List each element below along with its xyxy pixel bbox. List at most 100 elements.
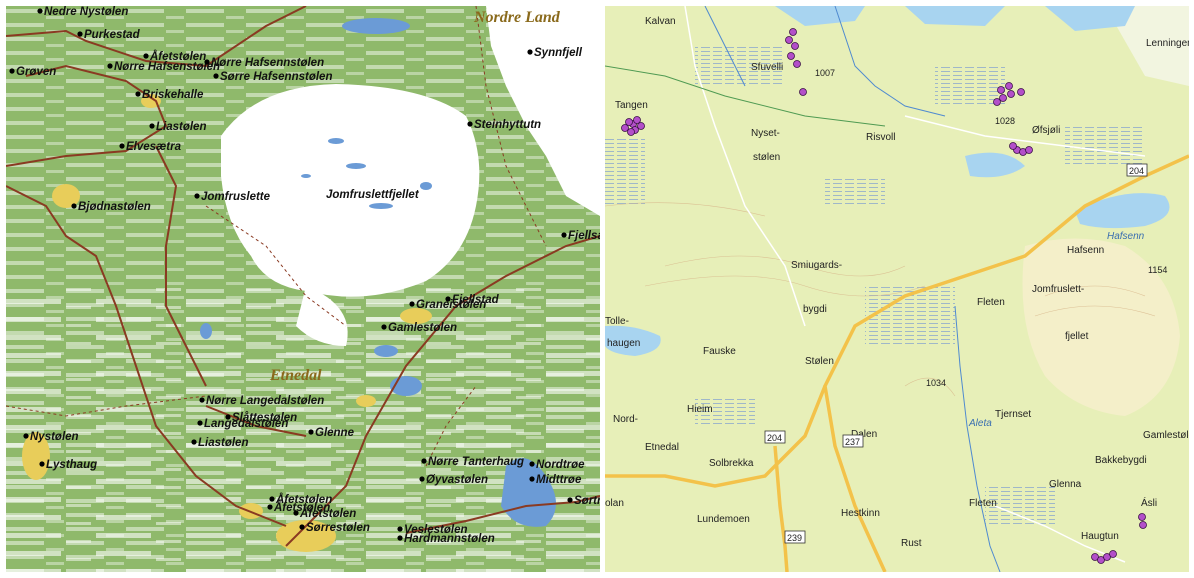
right-map-canvas: KalvanSfuvelliLenningenTangenNyset-støle…	[605, 6, 1189, 572]
place-label: Hieim	[687, 404, 713, 415]
place-label: Etnedal	[645, 442, 679, 453]
farmland	[356, 395, 376, 407]
sighting-marker[interactable]	[633, 116, 641, 124]
place-label: Nordtrøe	[536, 459, 585, 471]
lake-north	[342, 18, 410, 34]
lake	[775, 6, 865, 26]
place-label: Ásli	[1141, 496, 1157, 509]
road-shield	[784, 530, 806, 544]
sighting-marker[interactable]	[997, 86, 1005, 94]
sighting-marker[interactable]	[627, 128, 635, 136]
sighting-marker[interactable]	[1103, 553, 1111, 561]
sighting-marker[interactable]	[789, 28, 797, 36]
place-label: Glenne	[315, 427, 355, 439]
sighting-marker[interactable]	[1109, 550, 1117, 558]
place-label: Glenna	[1049, 479, 1082, 490]
sighting-marker[interactable]	[791, 42, 799, 50]
sighting-marker[interactable]	[1009, 142, 1017, 150]
place-label: Fleten	[977, 297, 1005, 308]
sighting-marker[interactable]	[1025, 146, 1033, 154]
place-label: Fjellstad	[452, 294, 500, 306]
place-label: Hestkinn	[841, 508, 880, 519]
boundary-line	[605, 65, 886, 127]
contours	[605, 202, 1156, 397]
sighting-marker[interactable]	[1007, 90, 1015, 98]
place-label: Nedre Nystølen	[44, 6, 128, 18]
rivers	[704, 6, 1001, 572]
road-number: 204	[767, 433, 782, 443]
place-label: Bakkebygdi	[1095, 455, 1147, 466]
place-dot	[194, 193, 200, 199]
place-label: Fjellsætra	[568, 230, 600, 242]
place-dot	[467, 121, 473, 127]
place-label: Gamlestølen	[388, 322, 457, 334]
place-dot	[191, 439, 197, 445]
place-label: Stølen	[805, 356, 834, 367]
place-label: Smiugards-	[791, 260, 842, 271]
sighting-marker[interactable]	[787, 52, 795, 60]
place-label: Lundemoen	[697, 514, 750, 525]
sighting-marker[interactable]	[999, 94, 1007, 102]
place-label: Nørre Hafsenstølen	[114, 61, 220, 73]
place-label: Briskehalle	[142, 89, 204, 101]
sighting-marker[interactable]	[625, 118, 633, 126]
place-label: Gamlestølen	[1143, 430, 1189, 441]
place-label: Fauske	[703, 346, 736, 357]
region-label-etnedal: Etnedal	[269, 367, 322, 384]
jomfruslettfjellet-plateau	[221, 84, 480, 297]
sighting-marker[interactable]	[993, 98, 1001, 106]
tarn	[420, 182, 432, 190]
sighting-marker[interactable]	[621, 124, 629, 132]
place-dot	[421, 458, 427, 464]
sighting-marker[interactable]	[785, 36, 793, 44]
place-dot	[119, 143, 125, 149]
open-area	[1105, 6, 1189, 86]
sighting-marker[interactable]	[1138, 513, 1146, 521]
place-label: Slåttestølen	[232, 412, 297, 424]
place-label: Risvoll	[866, 132, 895, 143]
place-dot	[39, 461, 45, 467]
place-label: Tjernset	[995, 409, 1031, 420]
place-label: Grøven	[16, 66, 56, 78]
sighting-marker[interactable]	[799, 88, 807, 96]
place-label: Rust	[901, 538, 922, 549]
sighting-marker[interactable]	[1005, 82, 1013, 90]
place-dot	[293, 510, 299, 516]
place-dot	[409, 301, 415, 307]
place-label: olan	[605, 498, 624, 509]
lake	[965, 152, 1025, 178]
elevation-label: 1028	[995, 116, 1015, 126]
elevation-label: 1007	[815, 68, 835, 78]
place-dot	[267, 504, 273, 510]
sighting-markers[interactable]	[621, 28, 1147, 564]
place-label: Synnfjell	[534, 47, 583, 59]
elevation-label: 1154	[1148, 265, 1167, 275]
elevation-label: 1034	[926, 378, 946, 388]
place-label: Haugtun	[1081, 531, 1119, 542]
place-label: Sfuvelli	[751, 62, 783, 73]
water-label: Hafsenn	[1107, 231, 1145, 242]
sighting-marker[interactable]	[1139, 521, 1147, 529]
sighting-marker[interactable]	[1097, 556, 1105, 564]
tarn	[346, 163, 366, 169]
lake	[605, 325, 661, 356]
place-dot	[204, 59, 210, 65]
sighting-marker[interactable]	[793, 60, 801, 68]
marsh	[1065, 126, 1145, 166]
sighting-marker[interactable]	[1017, 88, 1025, 96]
sighting-marker[interactable]	[637, 122, 645, 130]
tarn	[200, 323, 212, 339]
place-label: Liastølen	[198, 437, 248, 449]
marsh	[695, 396, 755, 426]
place-label: Hafsenn	[1067, 245, 1104, 256]
place-label: Elvesætra	[126, 141, 182, 153]
place-label: Graneistølen	[416, 299, 486, 311]
sighting-marker[interactable]	[1091, 553, 1099, 561]
place-label: Jomfruslett-	[1032, 284, 1084, 295]
place-dot	[197, 420, 203, 426]
place-label: Midttrøe	[536, 474, 582, 486]
place-dot	[567, 497, 573, 503]
